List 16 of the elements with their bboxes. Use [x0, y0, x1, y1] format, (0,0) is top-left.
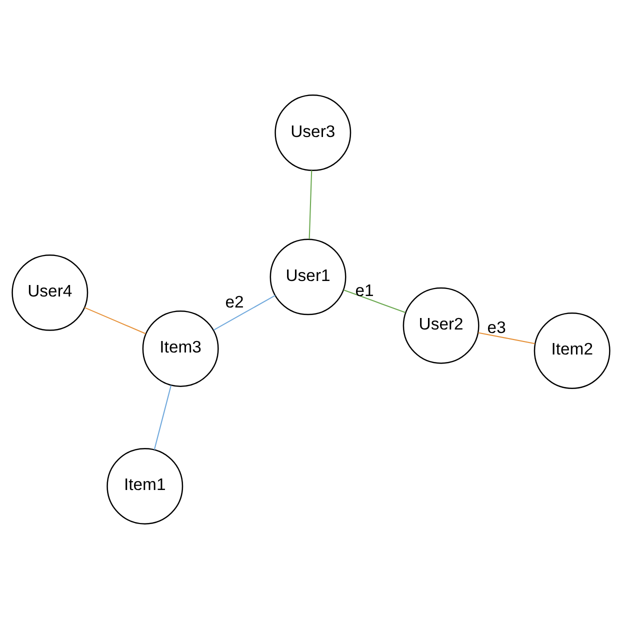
edge-label: e2	[225, 292, 244, 311]
connector	[308, 170, 312, 239]
connector	[213, 294, 276, 330]
edge-label: e1	[355, 280, 374, 300]
edge-label: e3	[487, 317, 506, 336]
connector	[154, 384, 172, 450]
connector	[84, 306, 146, 334]
node-circle: User2	[402, 286, 480, 364]
node-circle: User3	[274, 94, 352, 171]
node-circle: Item3	[142, 310, 219, 386]
node-circle: User4	[12, 254, 88, 330]
connector	[478, 332, 535, 344]
node-circle: User1	[270, 238, 346, 315]
node-circle: Item2	[534, 312, 610, 388]
connector	[344, 289, 406, 313]
node-circle: Item1	[106, 447, 184, 524]
